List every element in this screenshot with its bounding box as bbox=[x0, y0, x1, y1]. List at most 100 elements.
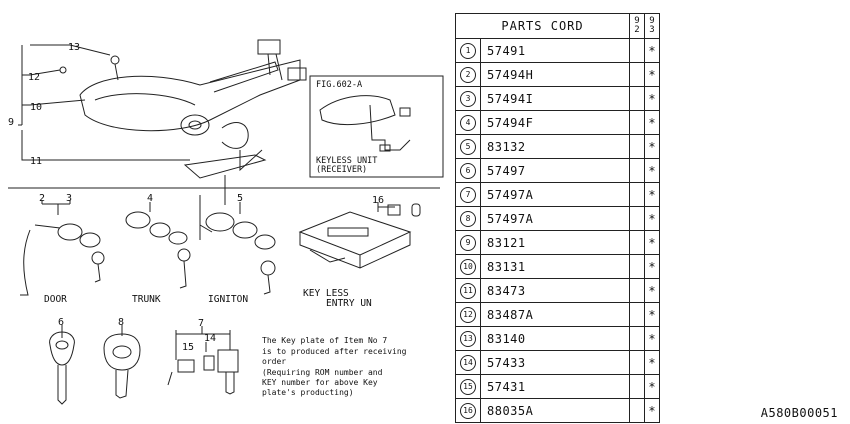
item-number: 1 bbox=[460, 43, 476, 59]
parts-table-header: PARTS CORD 9 2 9 3 bbox=[455, 13, 660, 39]
col-93-mark: * bbox=[644, 398, 660, 423]
part-code: 57494H bbox=[480, 62, 630, 87]
col-93-mark: * bbox=[644, 38, 660, 63]
note-line: is to produced after receiving bbox=[262, 347, 407, 356]
door-lock-drawing bbox=[20, 200, 105, 296]
document-id: A580B00051 bbox=[760, 406, 838, 420]
item-number-cell: 3 bbox=[455, 86, 481, 111]
col-93-mark: * bbox=[644, 182, 660, 207]
col-92-mark bbox=[629, 374, 645, 399]
col-93-mark: * bbox=[644, 326, 660, 351]
item-number: 6 bbox=[460, 163, 476, 179]
part-code: 57431 bbox=[480, 374, 630, 399]
col-93-mark: * bbox=[644, 62, 660, 87]
item-number-cell: 8 bbox=[455, 206, 481, 231]
key-plate-note: The Key plate of Item No 7 is to produce… bbox=[262, 336, 407, 397]
header-col-93: 9 3 bbox=[644, 13, 660, 39]
item-number: 10 bbox=[460, 259, 476, 275]
item-number: 12 bbox=[460, 307, 476, 323]
col-93-mark: * bbox=[644, 302, 660, 327]
header-col-92: 9 2 bbox=[629, 13, 645, 39]
item-number: 8 bbox=[460, 211, 476, 227]
keyless-entry-unit-drawing bbox=[298, 202, 421, 269]
item-number: 7 bbox=[460, 187, 476, 203]
col-93-mark: * bbox=[644, 254, 660, 279]
plain-key-drawing bbox=[49, 325, 75, 405]
col-92-mark bbox=[629, 254, 645, 279]
item-number: 9 bbox=[460, 235, 476, 251]
item-number: 4 bbox=[460, 115, 476, 131]
item-number-cell: 11 bbox=[455, 278, 481, 303]
trunk-lock-drawing bbox=[125, 202, 191, 289]
part-code: 57497A bbox=[480, 182, 630, 207]
item-number: 2 bbox=[460, 67, 476, 83]
item-number-cell: 1 bbox=[455, 38, 481, 63]
item-number-cell: 7 bbox=[455, 182, 481, 207]
col-93-mark: * bbox=[644, 110, 660, 135]
steering-lock-assembly-drawing bbox=[59, 39, 307, 179]
col-93-mark: * bbox=[644, 374, 660, 399]
col-92-mark bbox=[629, 326, 645, 351]
callout-3: 3 bbox=[66, 193, 72, 204]
part-code: 57494I bbox=[480, 86, 630, 111]
keyless-unit-label: KEYLESS UNIT bbox=[316, 156, 377, 166]
callout-8: 8 bbox=[118, 317, 124, 328]
callout-12: 12 bbox=[28, 72, 40, 83]
parts-table-title: PARTS CORD bbox=[455, 13, 630, 39]
transmitter-key-drawing bbox=[103, 325, 141, 399]
callout-14: 14 bbox=[204, 333, 216, 344]
keyless-entry-label-line1: KEY LESS bbox=[303, 288, 349, 299]
door-label: DOOR bbox=[44, 294, 67, 305]
callout-9: 9 bbox=[8, 117, 14, 128]
figure-reference: FIG.602-A bbox=[316, 80, 362, 90]
item-number-cell: 2 bbox=[455, 62, 481, 87]
ignition-lock-drawing bbox=[199, 202, 276, 295]
col-93-mark: * bbox=[644, 134, 660, 159]
item-number-cell: 9 bbox=[455, 230, 481, 255]
callout-13: 13 bbox=[68, 42, 80, 53]
callout-5: 5 bbox=[237, 193, 243, 204]
callout-7: 7 bbox=[198, 318, 204, 329]
key-plate-set-drawing bbox=[167, 326, 239, 395]
item-number: 5 bbox=[460, 139, 476, 155]
keyless-unit-figure bbox=[309, 75, 444, 178]
note-line: order bbox=[262, 357, 286, 366]
col-93-mark: * bbox=[644, 278, 660, 303]
part-code: 57494F bbox=[480, 110, 630, 135]
part-code: 83473 bbox=[480, 278, 630, 303]
col-92-mark bbox=[629, 182, 645, 207]
item-number-cell: 14 bbox=[455, 350, 481, 375]
callout-15: 15 bbox=[182, 342, 194, 353]
col-92-mark bbox=[629, 350, 645, 375]
callout-6: 6 bbox=[58, 317, 64, 328]
item-number-cell: 6 bbox=[455, 158, 481, 183]
part-code: 57497A bbox=[480, 206, 630, 231]
col-93-mark: * bbox=[644, 350, 660, 375]
item-number: 3 bbox=[460, 91, 476, 107]
item-number: 11 bbox=[460, 283, 476, 299]
item-number-cell: 15 bbox=[455, 374, 481, 399]
keyless-entry-label-line2: ENTRY UN bbox=[326, 298, 372, 309]
callout-4: 4 bbox=[147, 193, 153, 204]
note-line: The Key plate of Item No 7 bbox=[262, 336, 387, 345]
col-92-mark bbox=[629, 302, 645, 327]
item-number-cell: 5 bbox=[455, 134, 481, 159]
part-code: 57433 bbox=[480, 350, 630, 375]
note-line: KEY number for above Key bbox=[262, 378, 378, 387]
item-number-cell: 4 bbox=[455, 110, 481, 135]
item-number: 14 bbox=[460, 355, 476, 371]
part-code: 83121 bbox=[480, 230, 630, 255]
col-92-mark bbox=[629, 278, 645, 303]
ignition-label: IGNITON bbox=[208, 294, 248, 305]
col-92-mark bbox=[629, 230, 645, 255]
callout-11: 11 bbox=[30, 156, 42, 167]
col-92-mark bbox=[629, 398, 645, 423]
